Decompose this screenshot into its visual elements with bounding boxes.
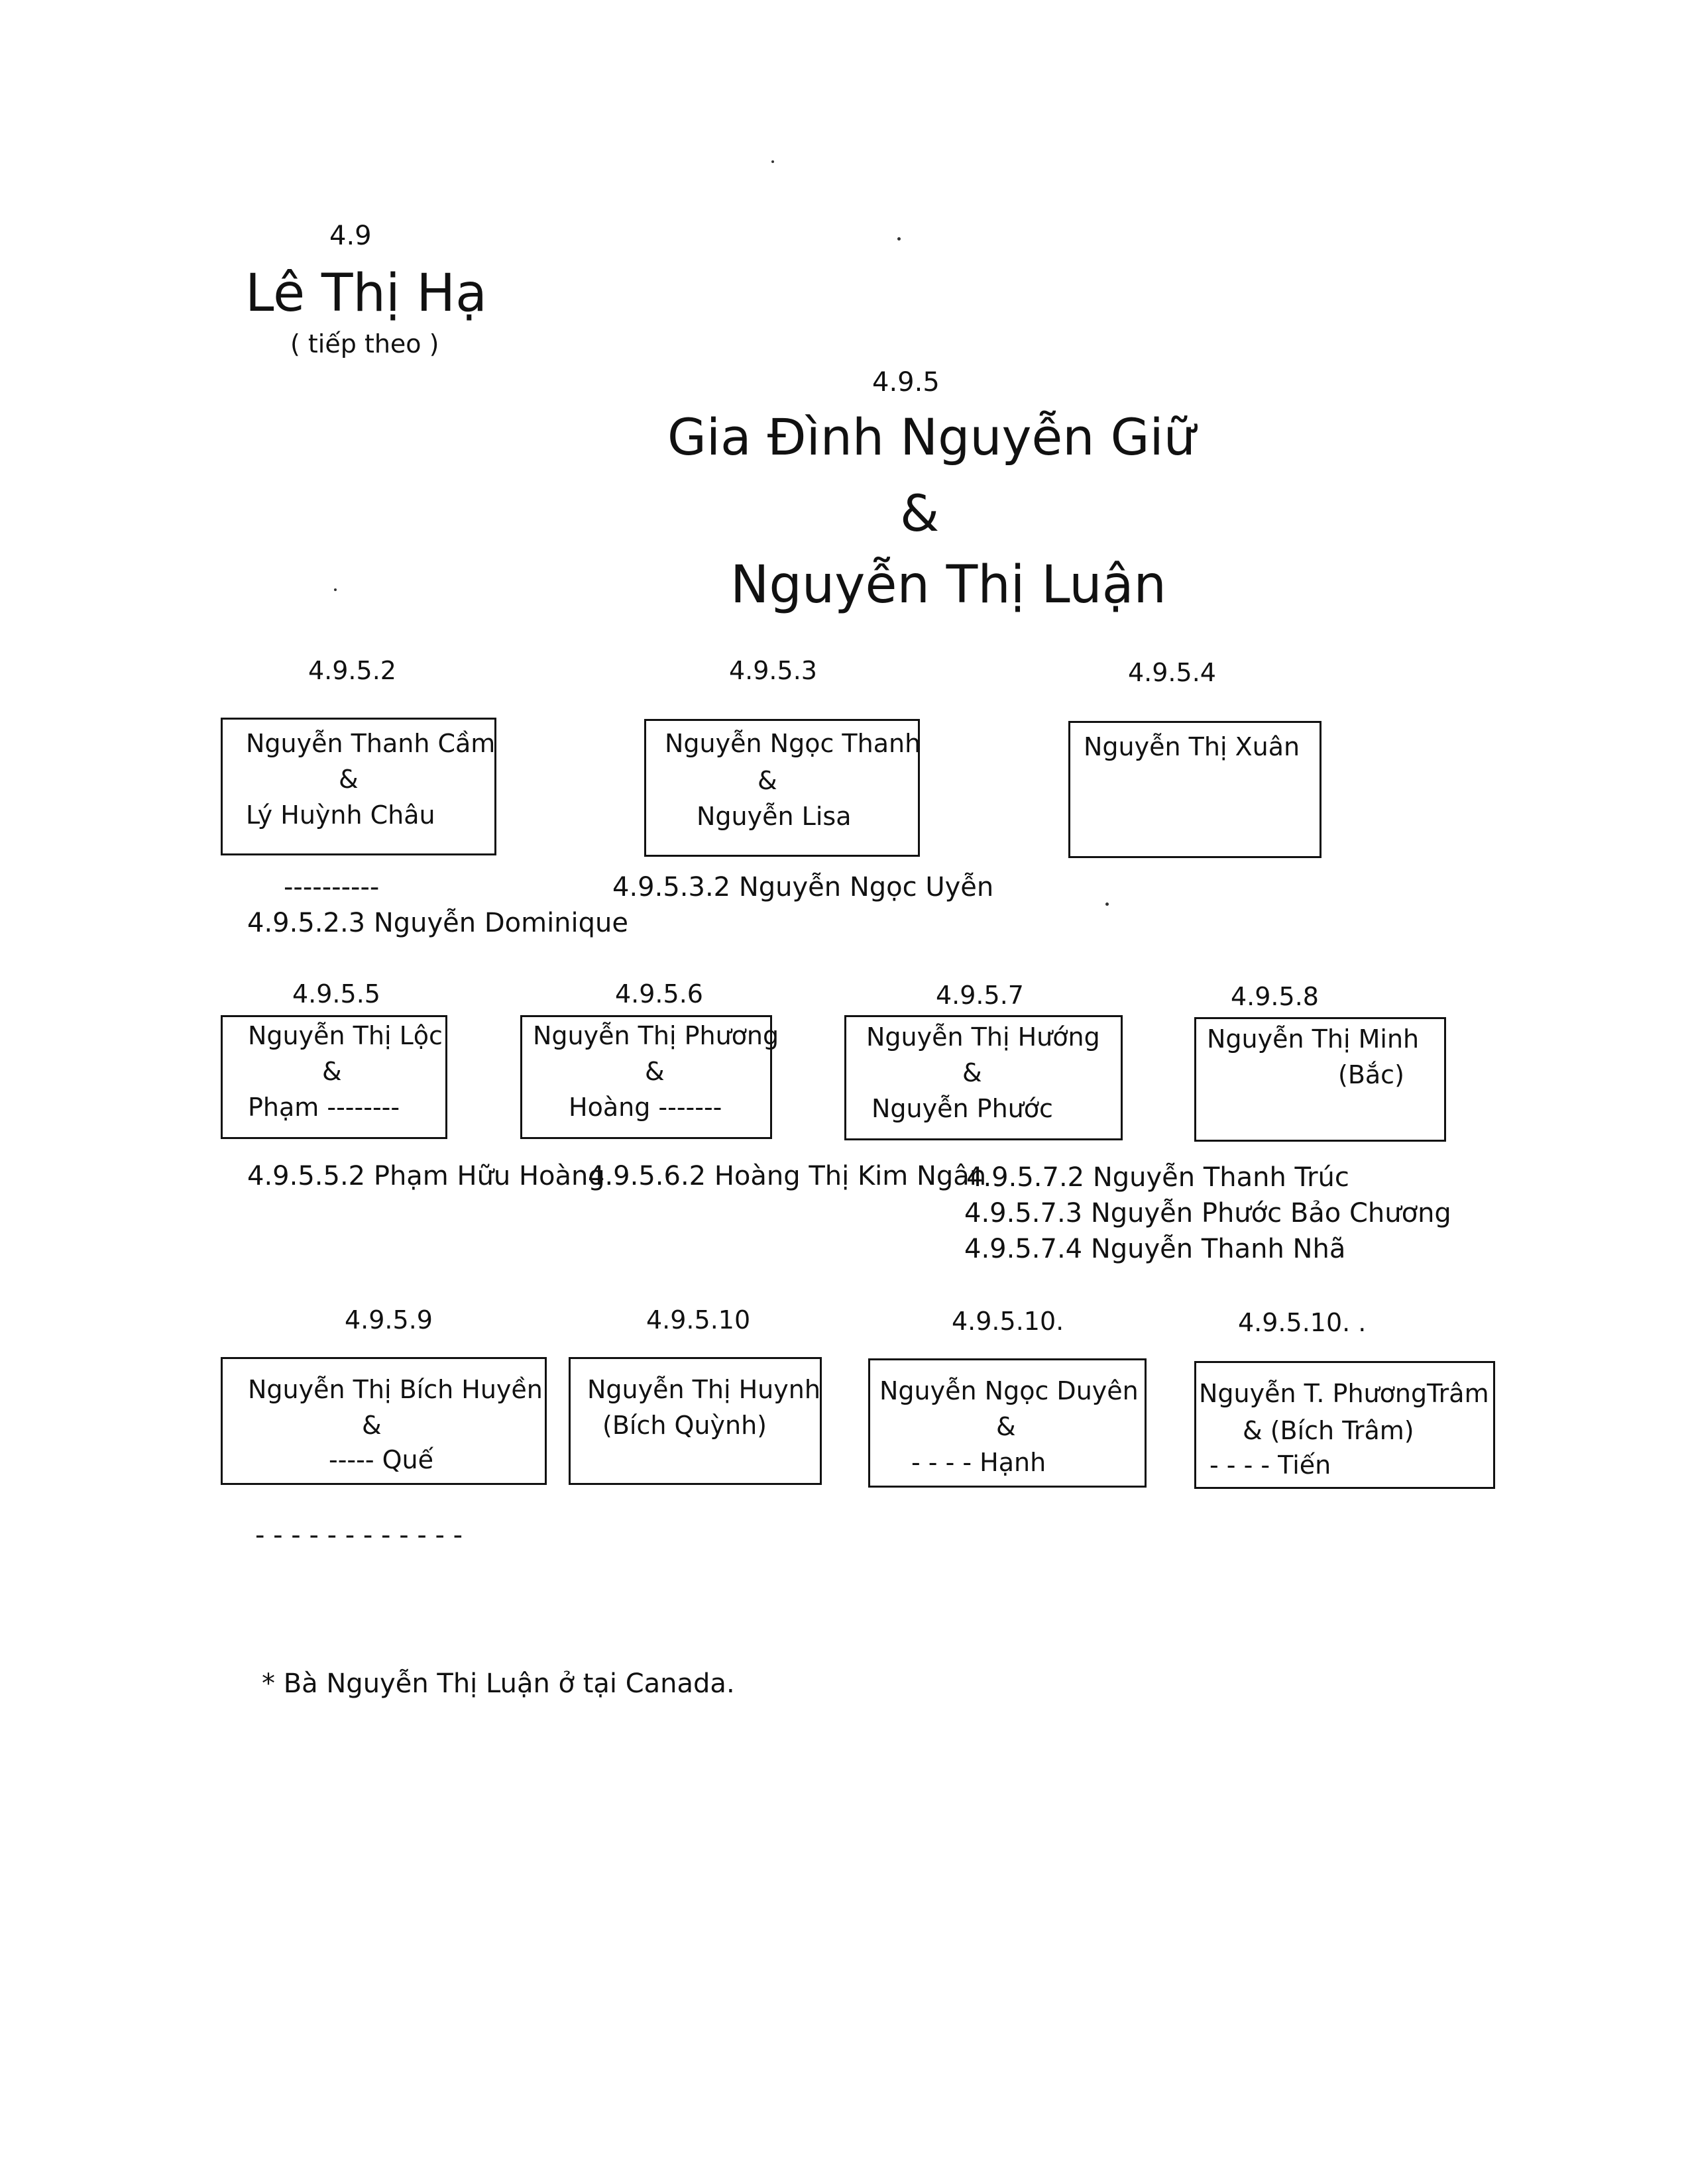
member-number: 4.9.5.10 (646, 1305, 751, 1335)
member-box: Nguyễn Ngọc Duyên & - - - - Hạnh (868, 1358, 1147, 1488)
child-entry: 4.9.5.7.3 Nguyễn Phước Bảo Chương (964, 1198, 1451, 1228)
member-line: Nguyễn Ngọc Thanh (665, 729, 921, 758)
member-ampersand: & (362, 1411, 382, 1440)
family-title-line2: Nguyễn Thị Luận (730, 555, 1166, 615)
member-number: 4.9.5.6 (615, 979, 703, 1009)
scan-speck (897, 237, 901, 241)
member-line: Nguyễn Thị Bích Huyền (248, 1375, 543, 1404)
family-title-line1: Gia Đình Nguyễn Giữ (667, 408, 1196, 466)
member-line: Lý Huỳnh Châu (246, 800, 435, 830)
member-box: Nguyễn Thị Bích Huyền & ----- Quế (221, 1357, 547, 1485)
member-box: Nguyễn Thị Lộc & Phạm -------- (221, 1015, 447, 1139)
member-line: Nguyễn Thanh Cầm (246, 729, 496, 758)
child-entry: 4.9.5.3.2 Nguyễn Ngọc Uyễn (612, 872, 994, 902)
continued-label: ( tiếp theo ) (290, 329, 439, 358)
member-box: Nguyễn Thanh Cầm & Lý Huỳnh Châu (221, 718, 496, 855)
member-line: Nguyễn Thị Hướng (866, 1022, 1100, 1052)
scan-speck (1105, 902, 1109, 906)
member-line: ----- Quế (329, 1445, 434, 1474)
family-number: 4.9.5 (872, 367, 940, 398)
section-number: 4.9 (329, 221, 372, 251)
member-ampersand: & (322, 1057, 342, 1086)
member-box: Nguyễn Thị Phương & Hoàng ------- (520, 1015, 779, 1139)
child-entry: 4.9.5.5.2 Phạm Hữu Hoàng (247, 1161, 605, 1191)
scan-speck (771, 160, 774, 163)
member-number: 4.9.5.3 (729, 656, 817, 685)
member-line: Nguyễn Phước (871, 1094, 1053, 1123)
child-entry: 4.9.5.7.2 Nguyễn Thanh Trúc (966, 1162, 1349, 1193)
child-entry: 4.9.5.7.4 Nguyễn Thanh Nhã (964, 1234, 1346, 1264)
member-line: Nguyễn Thị Huynh (587, 1375, 820, 1404)
member-box: Nguyễn Thị Huynh (Bích Quỳnh) (569, 1357, 822, 1485)
member-line: Nguyễn Ngọc Duyên (879, 1376, 1139, 1405)
member-number: 4.9.5.2 (308, 656, 396, 685)
member-line: Nguyễn Thị Xuân (1084, 732, 1300, 761)
member-ampersand: & (962, 1058, 982, 1087)
member-number: 4.9.5.10. . (1238, 1308, 1367, 1337)
member-line: Nguyễn T. PhươngTrâm (1199, 1379, 1489, 1408)
footnote: * Bà Nguyễn Thị Luận ở tại Canada. (262, 1668, 735, 1699)
member-line: Nguyễn Thị Lộc (248, 1021, 443, 1050)
scan-speck (334, 588, 337, 591)
member-number: 4.9.5.8 (1231, 982, 1319, 1011)
family-title-ampersand: & (900, 484, 940, 543)
member-line: Phạm -------- (248, 1093, 400, 1122)
member-box: Nguyễn Ngọc Thanh & Nguyễn Lisa (644, 719, 921, 857)
member-number: 4.9.5.9 (345, 1305, 433, 1335)
member-box: Nguyễn T. PhươngTrâm & (Bích Trâm) - - -… (1194, 1361, 1495, 1489)
member-number: 4.9.5.10. (952, 1307, 1064, 1336)
member-line: (Bắc) (1338, 1060, 1404, 1089)
member-ampersand: & (339, 765, 359, 794)
member-line: Nguyễn Lisa (697, 802, 852, 831)
member-line: Nguyễn Thị Minh (1207, 1024, 1420, 1054)
member-line: - - - - Tiến (1209, 1450, 1331, 1480)
placeholder-dashes: - - - - - - - - - - - - (255, 1520, 463, 1551)
member-box: Nguyễn Thị Hướng & Nguyễn Phước (844, 1015, 1123, 1140)
member-line: & (Bích Trâm) (1243, 1416, 1414, 1445)
placeholder-dashes: ---------- (284, 872, 380, 902)
person-name: Lê Thị Hạ (245, 264, 487, 323)
member-number: 4.9.5.7 (936, 981, 1024, 1010)
member-box: Nguyễn Thị Xuân (1068, 721, 1321, 858)
member-line: (Bích Quỳnh) (602, 1411, 767, 1440)
member-number: 4.9.5.5 (292, 979, 380, 1009)
member-ampersand: & (645, 1057, 665, 1086)
member-number: 4.9.5.4 (1128, 658, 1216, 687)
child-entry: 4.9.5.6.2 Hoàng Thị Kim Ngân (588, 1161, 987, 1191)
member-ampersand: & (758, 766, 777, 795)
child-entry: 4.9.5.2.3 Nguyễn Dominique (247, 908, 628, 938)
member-line: Nguyễn Thị Phương (533, 1021, 779, 1050)
member-line: Hoàng ------- (569, 1093, 722, 1122)
member-ampersand: & (996, 1412, 1016, 1441)
member-line: - - - - Hạnh (911, 1448, 1046, 1477)
member-box: Nguyễn Thị Minh (Bắc) (1194, 1017, 1446, 1142)
